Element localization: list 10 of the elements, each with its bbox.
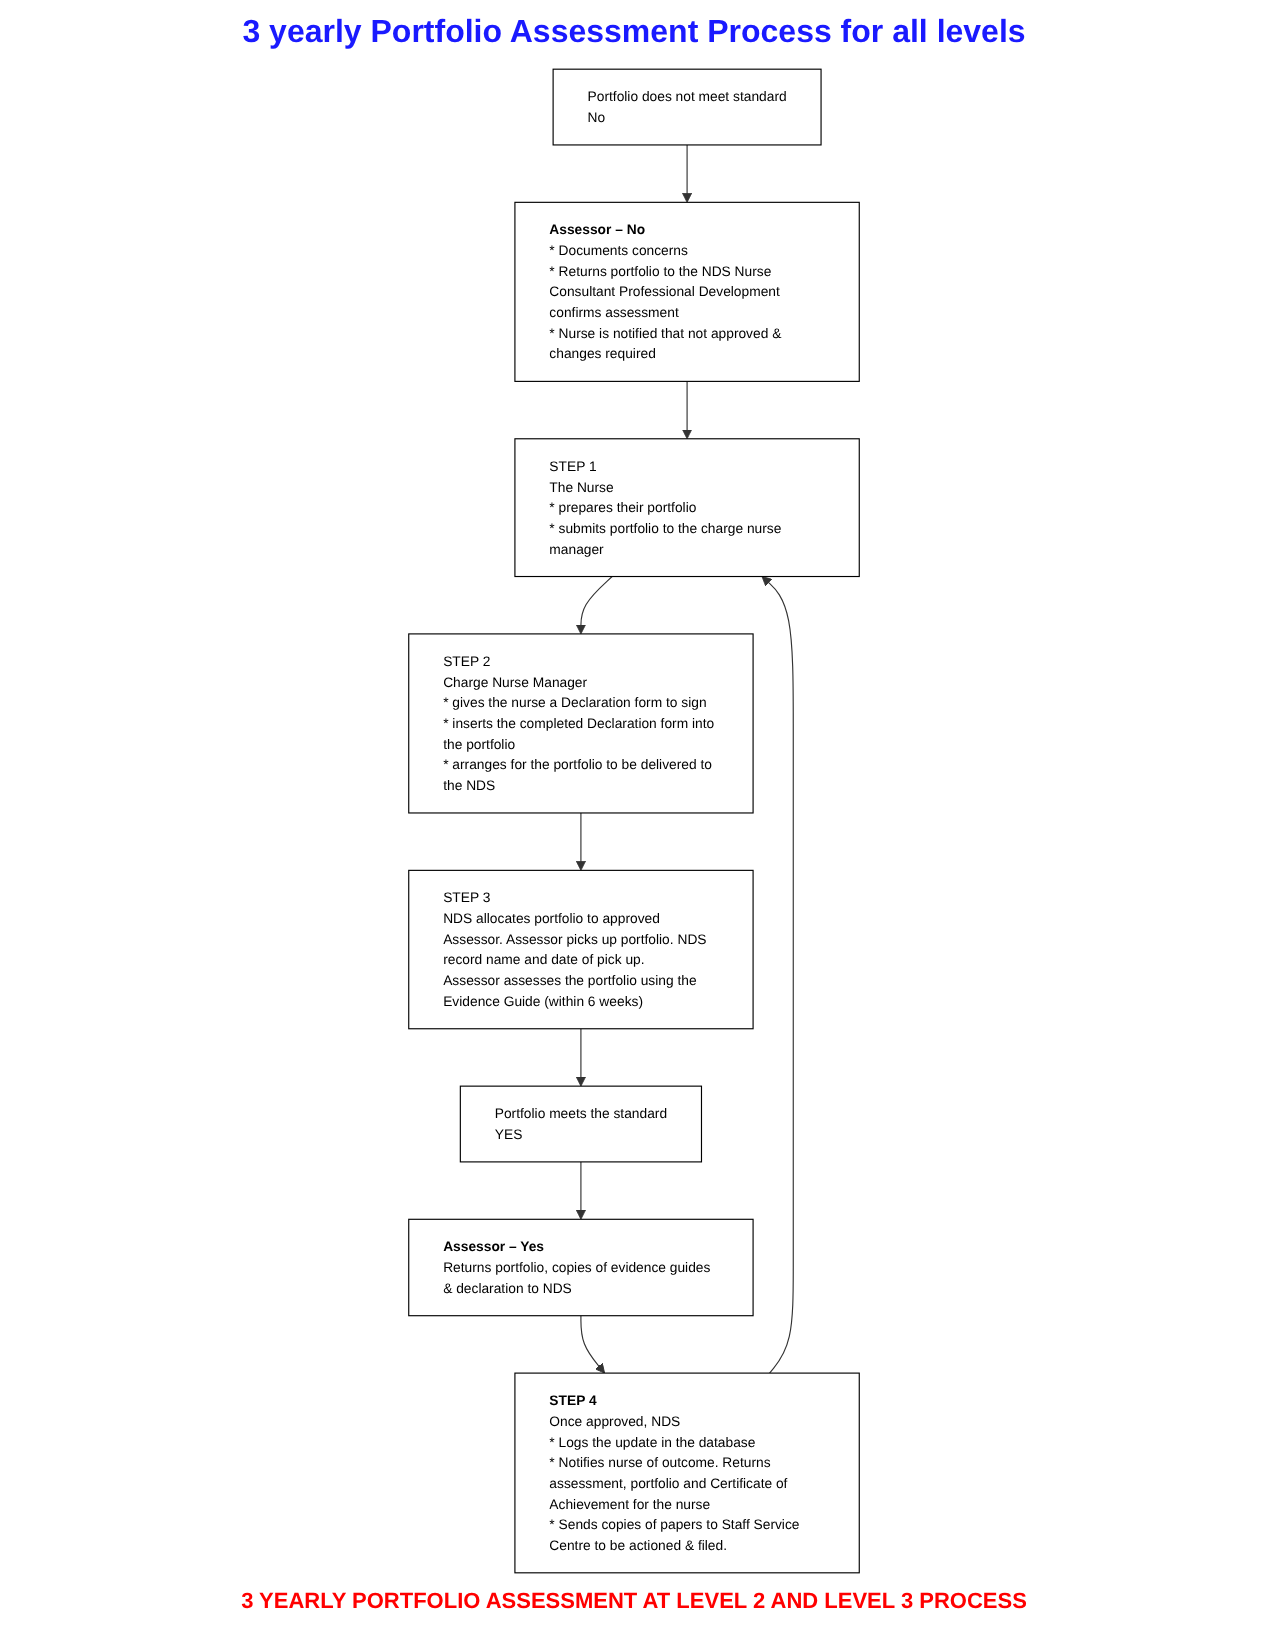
arrow [575, 575, 613, 635]
arrow [575, 1161, 586, 1220]
title: 3 yearly Portfolio Assessment Process for all levels [242, 16, 1026, 52]
arrow [761, 576, 794, 1374]
arrow [580, 1315, 606, 1374]
arrow [682, 144, 693, 203]
caption: 3 YEARLY PORTFOLIO ASSESSMENT AT LEVEL 2 AND LEVEL 3 PROCESS [241, 1590, 1027, 1614]
arrow [575, 1028, 586, 1087]
arrow [575, 812, 586, 871]
arrow [682, 380, 693, 440]
